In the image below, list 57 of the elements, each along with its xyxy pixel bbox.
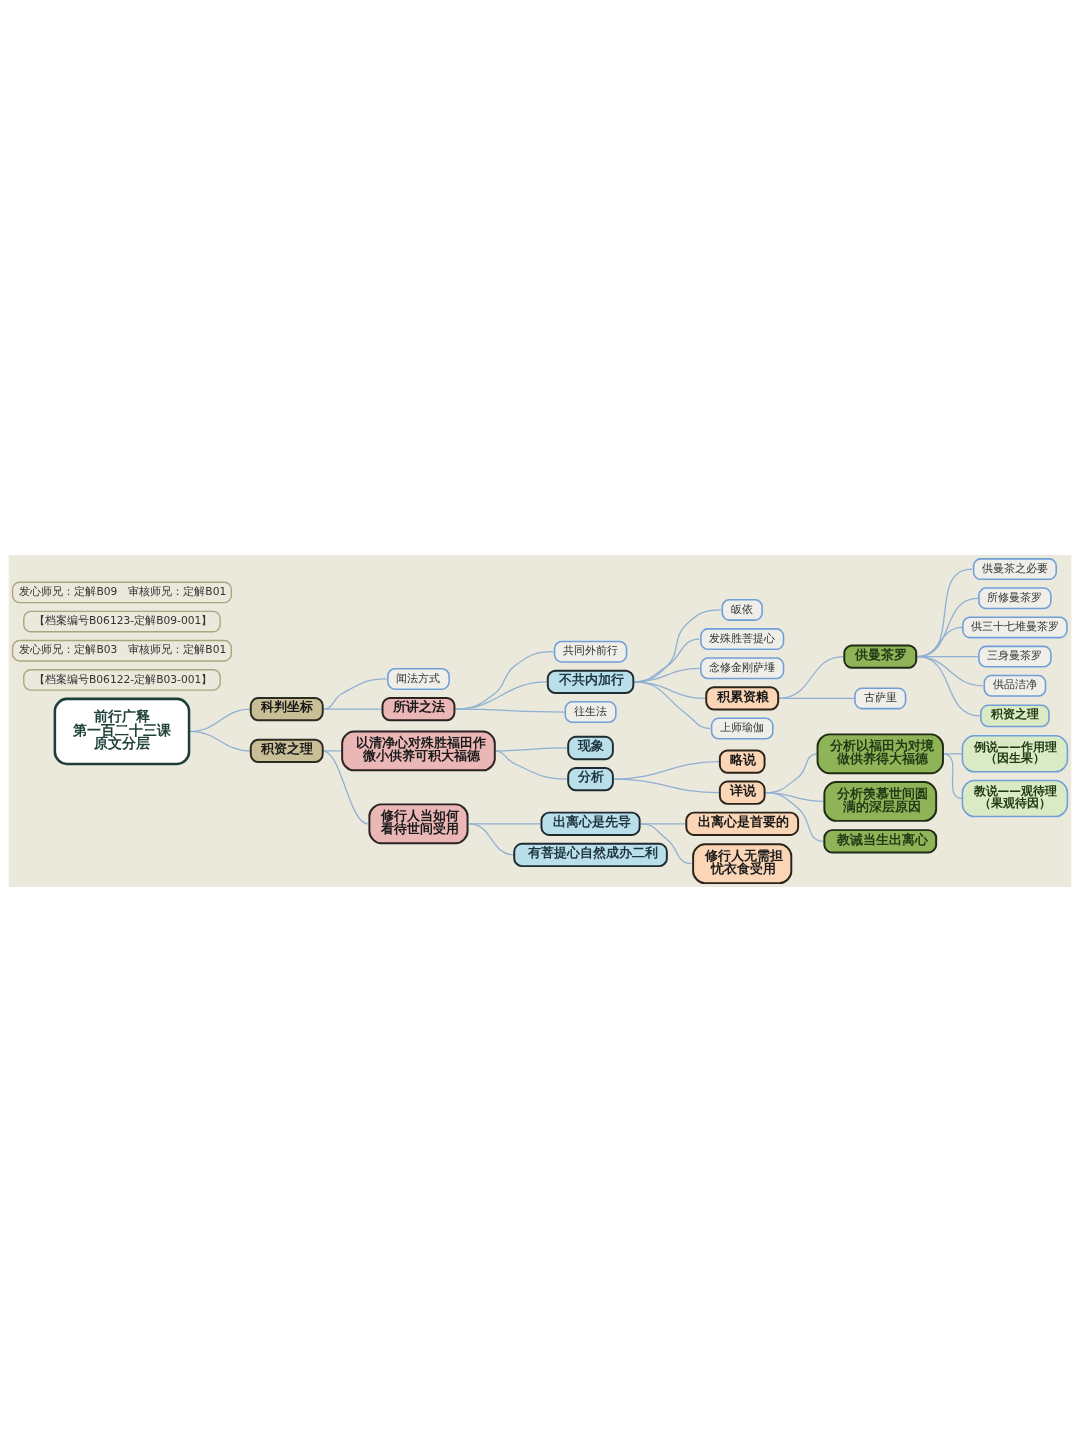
node-box: 修行人无需担忧衣食受用 xyxy=(692,842,793,884)
node-box: 三身曼茶罗 xyxy=(978,645,1052,668)
node-box: 古萨里 xyxy=(854,686,907,709)
node-box: 前行广释 第一百二十三课 原文分层 xyxy=(53,697,191,765)
node-box: 供品洁净 xyxy=(983,674,1047,697)
connector xyxy=(640,822,693,864)
connector xyxy=(322,749,369,824)
node-box: 闻法方式 xyxy=(387,667,450,690)
node-box: 现象 xyxy=(567,735,614,760)
node-box: 详说 xyxy=(718,780,766,805)
connector xyxy=(916,655,981,717)
connector xyxy=(613,777,720,793)
connector xyxy=(633,680,711,729)
connector xyxy=(322,677,388,710)
connector xyxy=(494,746,568,751)
connector xyxy=(454,707,565,713)
node-box: 积累资粮 xyxy=(705,685,780,711)
node-box: 教诫当生出离心 xyxy=(823,828,938,853)
node-box: 【档案编号B06122-定解B03-001】 xyxy=(23,668,221,691)
node-box: 供曼茶罗 xyxy=(843,643,918,669)
node-box: 积资之理 xyxy=(249,738,324,763)
node-box: 发心师兄：定解B03 审核师兄：定解B01 xyxy=(11,639,232,662)
node-box: 教说——观待理（果观待因） xyxy=(961,779,1069,817)
node-box: 分析羡慕世间圆满的深层原因 xyxy=(823,780,938,822)
connector xyxy=(468,822,515,856)
node-box: 供三十七堆曼茶罗 xyxy=(962,615,1068,638)
connector xyxy=(942,752,964,799)
connector xyxy=(189,730,252,751)
node-box: 发殊胜菩提心 xyxy=(700,627,785,650)
node-box: 积资之理 xyxy=(980,703,1050,727)
node-box: 共同外前行 xyxy=(553,640,628,663)
node-box: 皈依 xyxy=(721,598,763,621)
node-box: 往生法 xyxy=(564,700,617,723)
connector xyxy=(778,697,855,699)
node-box: 略说 xyxy=(718,748,766,774)
node-box: 出离心是先导 xyxy=(540,811,641,836)
node-box: 供曼茶之必要 xyxy=(972,557,1057,580)
node-box: 上师瑜伽 xyxy=(710,717,774,739)
node-box: 科判坐标 xyxy=(249,696,324,721)
node-box: 修行人当如何看待世间受用 xyxy=(368,802,469,844)
node-box: 以清净心对殊胜福田作微小供养可积大福德 xyxy=(341,730,496,771)
node-box: 所讲之法 xyxy=(381,696,456,721)
connector xyxy=(322,749,343,751)
node-box: 发心师兄：定解B09 审核师兄：定解B01 xyxy=(11,581,232,603)
connector xyxy=(764,791,825,842)
node-box: 不共内加行 xyxy=(546,669,635,694)
connector xyxy=(613,760,720,780)
node-box: 例说——作用理（因生果） xyxy=(961,734,1069,773)
node-box: 分析以福田为对境做供养得大福德 xyxy=(816,732,944,774)
node-box: 所修曼茶罗 xyxy=(978,586,1052,609)
connector xyxy=(494,749,568,780)
connector xyxy=(322,707,383,710)
node-box: 有菩提心自然成办二利 xyxy=(513,842,668,867)
node-box: 出离心是首要的 xyxy=(685,811,800,836)
node-box: 【档案编号B06123-定解B09-001】 xyxy=(23,610,221,632)
node-box: 念修金刚萨埵 xyxy=(700,656,785,679)
node-box: 分析 xyxy=(567,766,614,791)
